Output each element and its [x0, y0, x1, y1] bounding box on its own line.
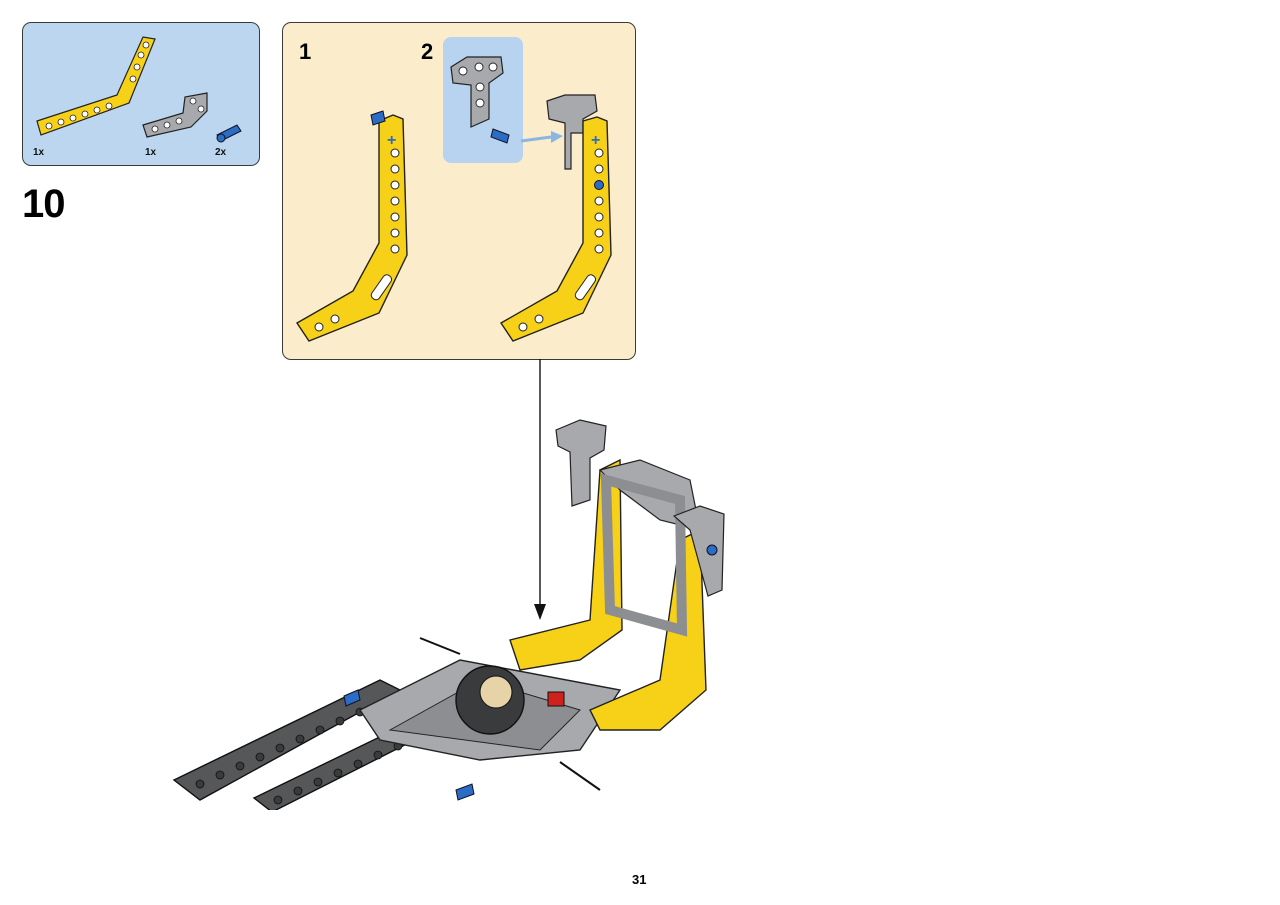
qty-gray-liftarm: 1x: [145, 147, 157, 158]
qty-blue-pin: 2x: [215, 147, 227, 158]
svg-text:+: +: [387, 132, 396, 149]
yellow-bent-liftarm-icon: [36, 36, 156, 136]
substep-1-number: 1: [299, 39, 312, 64]
parts-illustration: [36, 36, 242, 143]
gear-icon: [455, 665, 525, 735]
qty-yellow-liftarm: 1x: [33, 147, 45, 158]
svg-text:+: +: [591, 132, 600, 149]
gray-frame-icon: [555, 419, 725, 637]
parts-list-box: 1x 1x 2x: [22, 22, 260, 166]
substep-2-number: 2: [421, 39, 434, 64]
model-illustration: [172, 419, 725, 810]
callout-gray-liftarm-icon: [450, 56, 510, 144]
blue-pin-icon: [343, 544, 718, 801]
page-number: 31: [632, 872, 647, 887]
step-number: 10: [22, 182, 65, 226]
blue-pin-icon: [216, 124, 242, 143]
substep-1-liftarm-icon: +: [296, 110, 408, 342]
subassembly-box: 1 2 +: [282, 22, 636, 360]
subassembly-illustration: + +: [296, 56, 612, 342]
callout-arrow: [520, 135, 552, 143]
substep-2-liftarm-icon: +: [500, 94, 612, 342]
red-connector-icon: [547, 691, 565, 707]
gray-l-liftarm-icon: [142, 92, 208, 138]
axle-icon: [419, 637, 601, 791]
